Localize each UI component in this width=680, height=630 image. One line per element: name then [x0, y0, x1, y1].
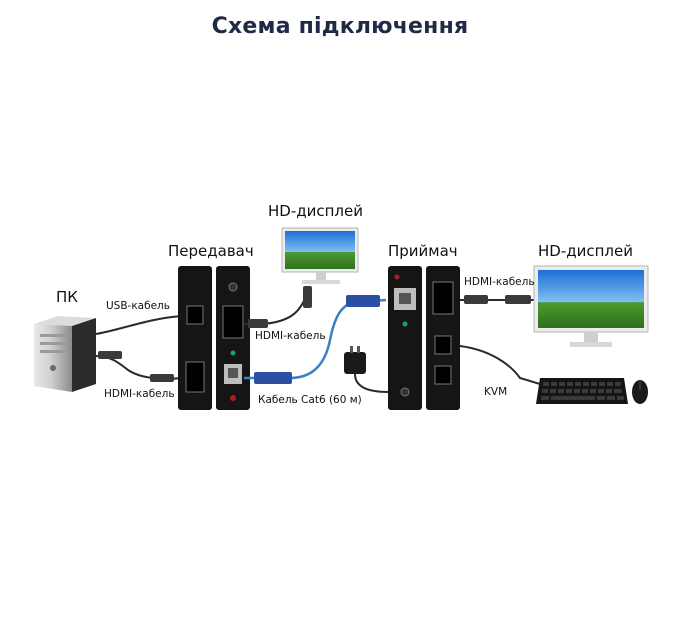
hdmi-cable-mid-label: HDMI-кабель [255, 330, 326, 342]
power-adapter-icon [344, 346, 389, 393]
pc-tower-icon [34, 316, 96, 392]
transmitter-device [178, 266, 250, 410]
hd-display-right-label: HD-дисплей [538, 242, 633, 260]
rj45-plug-icon [346, 295, 380, 307]
hd-display-right-icon [533, 265, 649, 347]
kvm-cable-line [459, 345, 541, 385]
hd-display-top-icon [281, 227, 359, 284]
pc-label: ПК [56, 288, 78, 306]
hdmi-cable-right-label: HDMI-кабель [464, 276, 535, 288]
diagram-title: Схема підключення [211, 14, 469, 39]
hdmi-plug-icon [98, 351, 122, 359]
hdmi-cable-mid-line [244, 285, 309, 325]
hdmi-plug-icon [303, 286, 312, 308]
hdmi-plug-icon [150, 374, 174, 382]
cat6-cable-label: Кабель Cat6 (60 м) [258, 394, 362, 406]
receiver-label: Приймач [388, 242, 458, 260]
transmitter-label: Передавач [168, 242, 254, 260]
usb-cable-line [95, 315, 183, 335]
hdmi-plug-icon [505, 295, 531, 304]
keyboard-icon [536, 378, 628, 404]
hdmi-cable-left-label: HDMI-кабель [104, 388, 175, 400]
receiver-device [388, 266, 460, 410]
hd-display-top-label: HD-дисплей [268, 202, 363, 220]
kvm-label: KVM [484, 386, 508, 398]
usb-cable-label: USB-кабель [106, 300, 170, 312]
hdmi-plug-icon [248, 319, 268, 328]
rj45-plug-icon [254, 372, 292, 384]
mouse-icon [632, 380, 648, 404]
hdmi-plug-icon [464, 295, 488, 304]
